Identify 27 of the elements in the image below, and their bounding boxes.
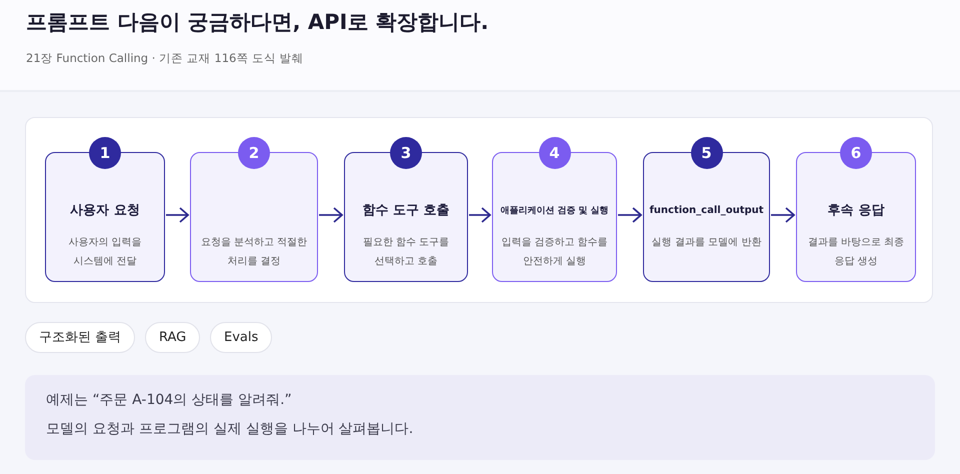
step-description: 입력을 검증하고 함수를 안전하게 실행 [500,236,609,269]
step-number: 6 [840,137,872,169]
arrow [319,207,343,223]
subtitle: 21장 Function Calling · 기존 교재 116쪽 도식 발췌 [26,51,304,66]
note-text: 모델의 요청과 프로그램의 실제 실행을 나누어 살펴봅니다. [46,420,414,438]
step-number: 1 [89,137,121,169]
step-title: 사용자 요청 [70,202,140,220]
arrow [166,207,189,223]
page-title: 프롬프트 다음이 궁금하다면, API로 확장합니다. [26,9,489,36]
step-title: 애플리케이션 검증 및 실행 [500,205,609,218]
step-title: function_call_output [649,204,764,218]
tag-chip: RAG [145,322,200,353]
step-description: 요청을 분석하고 적절한 처리를 결정 [200,236,308,269]
step-description: 필요한 함수 도구를 선택하고 호출 [362,236,450,269]
step-number: 2 [238,137,270,169]
step-title: 함수 도구 호출 [362,202,450,220]
step-description: 실행 결과를 모델에 반환 [650,236,762,250]
step-description: 사용자의 입력을 시스템에 전달 [67,236,143,269]
step-description: 결과를 바탕으로 최종 응답 생성 [806,236,906,269]
arrow [469,207,491,223]
tag-chip: Evals [210,322,272,353]
arrow [618,207,642,223]
step-title: 후속 응답 [828,202,884,220]
tag-chip: 구조화된 출력 [25,322,136,353]
arrow [771,207,795,223]
note-text: 예제는 “주문 A-104의 상태를 알려줘.” [46,391,292,409]
step-number: 3 [390,137,422,169]
